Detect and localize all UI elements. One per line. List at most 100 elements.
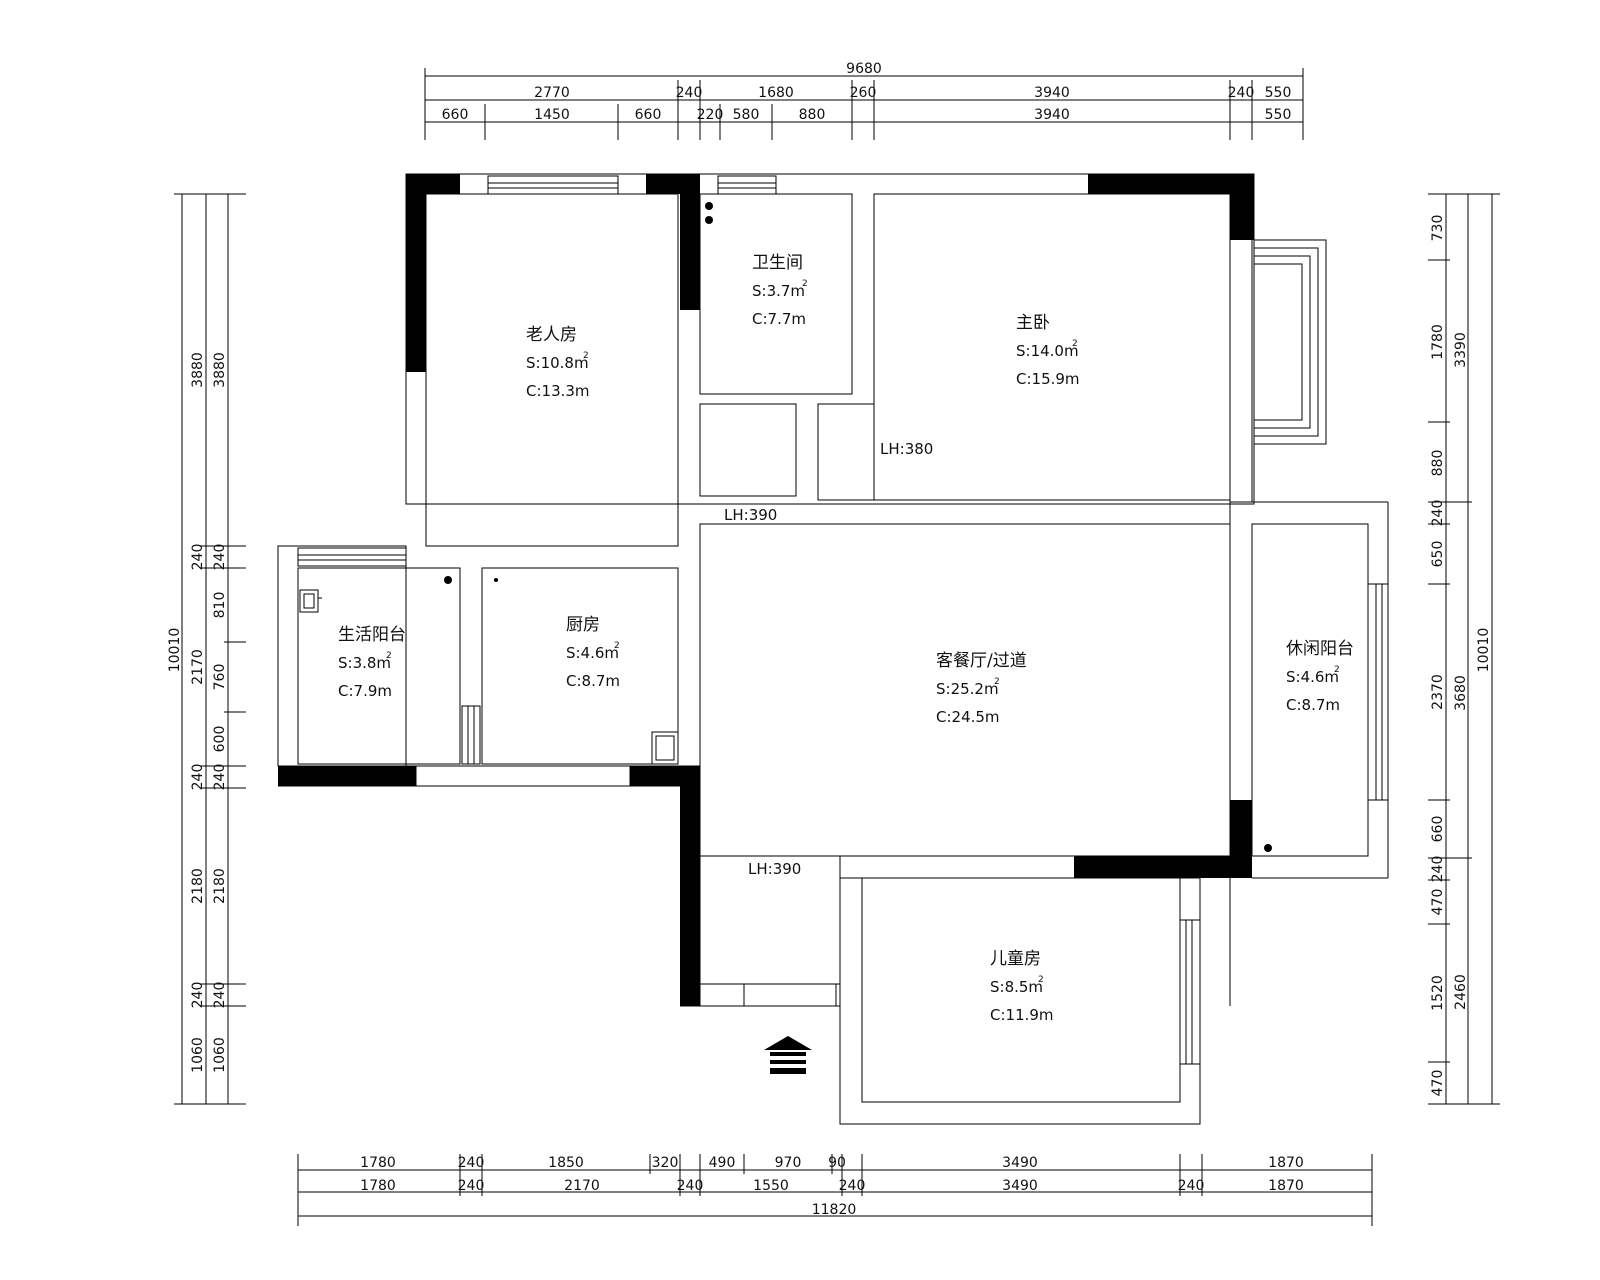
room-circ-utility-balcony: C:7.9m xyxy=(338,682,392,700)
left-dim: 760 xyxy=(212,664,228,691)
top-dim: 2770 xyxy=(534,85,570,101)
bottom-dim: 240 xyxy=(458,1155,485,1171)
left-dim: 2180 xyxy=(212,868,228,904)
bottom-total-dim: 11820 xyxy=(812,1202,857,1218)
bottom-dim: 240 xyxy=(458,1178,485,1194)
left-dim: 3880 xyxy=(212,352,228,388)
bottom-dim: 970 xyxy=(775,1155,802,1171)
top-dim: 550 xyxy=(1265,85,1292,101)
structural-walls xyxy=(278,174,1254,1006)
top-dim: 1450 xyxy=(534,107,570,123)
right-dim: 240 xyxy=(1430,500,1446,527)
left-dim: 810 xyxy=(212,592,228,619)
water-heater-icon xyxy=(299,589,322,613)
room-area-leisure-balcony: S:4.6m xyxy=(1286,668,1339,686)
area-superscript: 2 xyxy=(583,351,589,361)
right-dimension-lines xyxy=(1428,193,1500,1105)
drain-dot-icon xyxy=(1264,844,1272,852)
room-area-living: S:25.2m xyxy=(936,680,999,698)
top-dim: 880 xyxy=(799,107,826,123)
wall-outlines xyxy=(277,173,1389,1125)
room-name-utility-balcony: 生活阳台 xyxy=(338,625,406,645)
right-total-dim: 10010 xyxy=(1476,628,1492,673)
right-dim: 880 xyxy=(1430,450,1446,477)
room-circ-master: C:15.9m xyxy=(1016,370,1080,388)
drain-dot-icon xyxy=(444,576,452,584)
top-dim: 260 xyxy=(850,85,877,101)
right-dim: 2370 xyxy=(1430,674,1446,710)
bottom-dim: 240 xyxy=(1178,1178,1205,1194)
top-dim: 240 xyxy=(676,85,703,101)
room-area-utility-balcony: S:3.8m xyxy=(338,654,391,672)
room-name-kids: 儿童房 xyxy=(990,949,1041,969)
left-dim: 240 xyxy=(190,764,206,791)
top-dim: 3940 xyxy=(1034,85,1070,101)
top-dim: 550 xyxy=(1265,107,1292,123)
area-superscript: 2 xyxy=(1038,975,1044,985)
lh-master-label: LH:380 xyxy=(880,440,933,458)
bottom-dimension-lines xyxy=(297,1154,1373,1226)
left-dim: 3880 xyxy=(190,352,206,388)
washer-icon xyxy=(651,731,679,765)
bottom-dim: 2170 xyxy=(564,1178,600,1194)
right-dim: 2460 xyxy=(1453,974,1469,1010)
room-circ-kids: C:11.9m xyxy=(990,1006,1054,1024)
room-circ-bath: C:7.7m xyxy=(752,310,806,328)
room-name-kitchen: 厨房 xyxy=(566,615,600,635)
top-dimension-lines xyxy=(424,68,1304,140)
area-superscript: 2 xyxy=(802,279,808,289)
left-dim: 600 xyxy=(212,726,228,753)
bottom-dim: 1870 xyxy=(1268,1178,1304,1194)
right-dim: 3390 xyxy=(1453,332,1469,368)
top-dim: 220 xyxy=(697,107,724,123)
right-dim: 730 xyxy=(1430,215,1446,242)
top-dim: 3940 xyxy=(1034,107,1070,123)
bottom-dim: 3490 xyxy=(1002,1178,1038,1194)
bottom-dim: 1850 xyxy=(548,1155,584,1171)
area-superscript: 2 xyxy=(994,677,1000,687)
bottom-dim: 240 xyxy=(839,1178,866,1194)
bottom-dim: 1550 xyxy=(753,1178,789,1194)
room-area-elder: S:10.8m xyxy=(526,354,589,372)
room-name-master: 主卧 xyxy=(1016,313,1050,333)
left-dim: 240 xyxy=(190,544,206,571)
right-dim: 3680 xyxy=(1453,675,1469,711)
right-dim: 240 xyxy=(1430,856,1446,883)
room-name-leisure-balcony: 休闲阳台 xyxy=(1286,639,1354,659)
bottom-dim: 90 xyxy=(828,1155,846,1171)
top-total-dim: 9680 xyxy=(846,61,882,77)
drain-dot-icon xyxy=(705,202,713,224)
left-dimension-lines xyxy=(174,193,246,1105)
room-circ-kitchen: C:8.7m xyxy=(566,672,620,690)
bottom-dim: 1870 xyxy=(1268,1155,1304,1171)
room-area-kitchen: S:4.6m xyxy=(566,644,619,662)
room-area-kids: S:8.5m xyxy=(990,978,1043,996)
left-dim: 1060 xyxy=(212,1037,228,1073)
area-superscript: 2 xyxy=(386,651,392,661)
left-dim: 240 xyxy=(212,764,228,791)
room-name-elder: 老人房 xyxy=(526,325,577,345)
bottom-dim: 240 xyxy=(677,1178,704,1194)
area-superscript: 2 xyxy=(1072,339,1078,349)
room-area-bath: S:3.7m xyxy=(752,282,805,300)
top-dim: 1680 xyxy=(758,85,794,101)
left-dim: 240 xyxy=(190,982,206,1009)
room-area-master: S:14.0m xyxy=(1016,342,1079,360)
room-circ-elder: C:13.3m xyxy=(526,382,590,400)
right-dim: 470 xyxy=(1430,1070,1446,1097)
lh-hall-bottom-label: LH:390 xyxy=(748,860,801,878)
bottom-dim: 490 xyxy=(709,1155,736,1171)
bottom-dim: 320 xyxy=(652,1155,679,1171)
right-dim: 1780 xyxy=(1430,324,1446,360)
left-dim: 1060 xyxy=(190,1037,206,1073)
bottom-dim: 3490 xyxy=(1002,1155,1038,1171)
room-circ-living: C:24.5m xyxy=(936,708,1000,726)
area-superscript: 2 xyxy=(614,641,620,651)
bottom-dim: 1780 xyxy=(360,1155,396,1171)
windows xyxy=(297,175,1389,1065)
room-name-living: 客餐厅/过道 xyxy=(936,651,1027,671)
right-dim: 660 xyxy=(1430,816,1446,843)
left-dim: 2170 xyxy=(190,649,206,685)
top-dim: 660 xyxy=(442,107,469,123)
